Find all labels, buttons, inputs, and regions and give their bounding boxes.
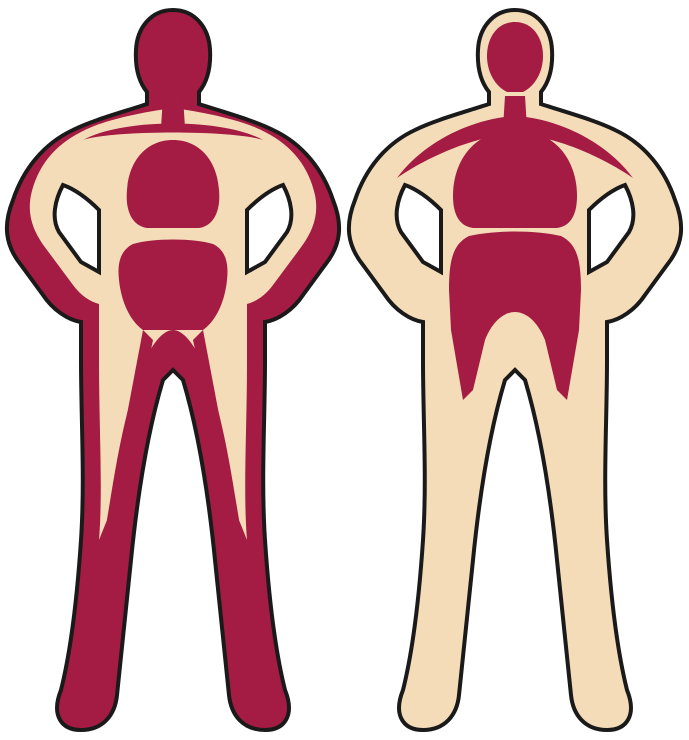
- head-core: [487, 22, 543, 92]
- neck-core: [161, 96, 185, 128]
- left-figure: [7, 10, 339, 730]
- abdomen-icon: [119, 240, 228, 331]
- right-figure: [349, 10, 681, 730]
- head-core: [145, 22, 201, 92]
